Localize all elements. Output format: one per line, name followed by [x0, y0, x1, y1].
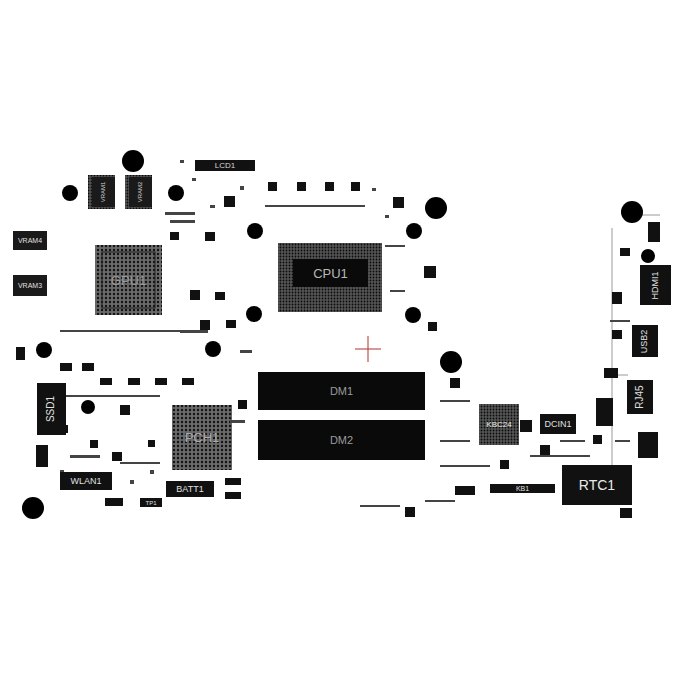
component-outline: HDMI1 — [640, 265, 671, 305]
part-designator: VRAM2 — [137, 182, 143, 203]
part-designator: HDMI1 — [651, 271, 660, 299]
component-outline: DCIN1 — [540, 414, 576, 434]
component-outline: WLAN1 — [60, 472, 112, 490]
part-designator: KBC24 — [486, 421, 511, 429]
component-outline: RTC1 — [562, 465, 632, 505]
part-designator: KB1 — [516, 485, 529, 492]
component-outline: CPU1 — [293, 259, 368, 287]
component-outline: PCH1 — [172, 405, 232, 470]
component-outline: TP1 — [140, 498, 162, 507]
part-designator: GPU1 — [111, 274, 146, 287]
part-designator: VRAM1 — [100, 182, 106, 203]
component-outline: GPU1 — [95, 245, 162, 315]
component-outline: VRAM1 — [92, 177, 115, 207]
component-outline: LCD1 — [195, 160, 255, 171]
component-outline: VRAM2 — [129, 177, 152, 207]
part-designator: SSD1 — [47, 396, 57, 422]
component-outline: VRAM3 — [13, 275, 47, 296]
part-designator: RTC1 — [579, 478, 615, 492]
component-outline: KB1 — [490, 484, 555, 493]
part-designator: DCIN1 — [544, 420, 571, 429]
part-designator: BATT1 — [176, 485, 203, 494]
component-outline: SSD1 — [37, 383, 66, 435]
part-designator: TP1 — [145, 500, 156, 506]
component-outline: DM2 — [258, 420, 425, 460]
part-designator: DM1 — [330, 386, 353, 397]
part-designator: DM2 — [330, 435, 353, 446]
part-designator: LCD1 — [215, 162, 235, 170]
component-outline: USB2 — [632, 325, 658, 357]
part-designator: USB2 — [640, 329, 649, 353]
component-outline: DM1 — [258, 372, 425, 410]
component-outline: BATT1 — [166, 481, 214, 497]
component-outline: KBC24 — [479, 404, 519, 445]
part-designator: WLAN1 — [70, 477, 101, 486]
part-designator: VRAM3 — [18, 282, 42, 289]
part-designator: CPU1 — [313, 267, 348, 280]
component-outline: RJ45 — [627, 380, 653, 414]
part-designator: VRAM4 — [18, 237, 42, 244]
component-outline: VRAM4 — [13, 231, 47, 250]
part-designator: RJ45 — [635, 385, 645, 408]
part-designator: PCH1 — [185, 431, 220, 444]
